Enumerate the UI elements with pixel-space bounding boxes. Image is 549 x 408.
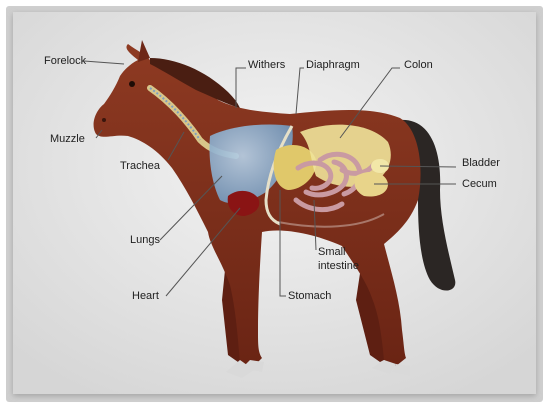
label-bladder: Bladder — [462, 157, 500, 169]
label-forelock: Forelock — [44, 55, 86, 67]
label-cecum: Cecum — [462, 178, 497, 190]
label-withers: Withers — [248, 59, 285, 71]
label-trachea: Trachea — [120, 160, 160, 172]
label-muzzle: Muzzle — [50, 133, 85, 145]
label-colon: Colon — [404, 59, 433, 71]
label-heart: Heart — [132, 290, 159, 302]
label-stomach: Stomach — [288, 290, 331, 302]
label-diaphragm: Diaphragm — [306, 59, 360, 71]
label-small-intestine-line2: intestine — [318, 260, 359, 272]
nostril — [102, 118, 106, 122]
eye — [129, 81, 135, 87]
label-small-intestine-line1: Small — [318, 246, 346, 258]
label-lungs: Lungs — [130, 234, 160, 246]
